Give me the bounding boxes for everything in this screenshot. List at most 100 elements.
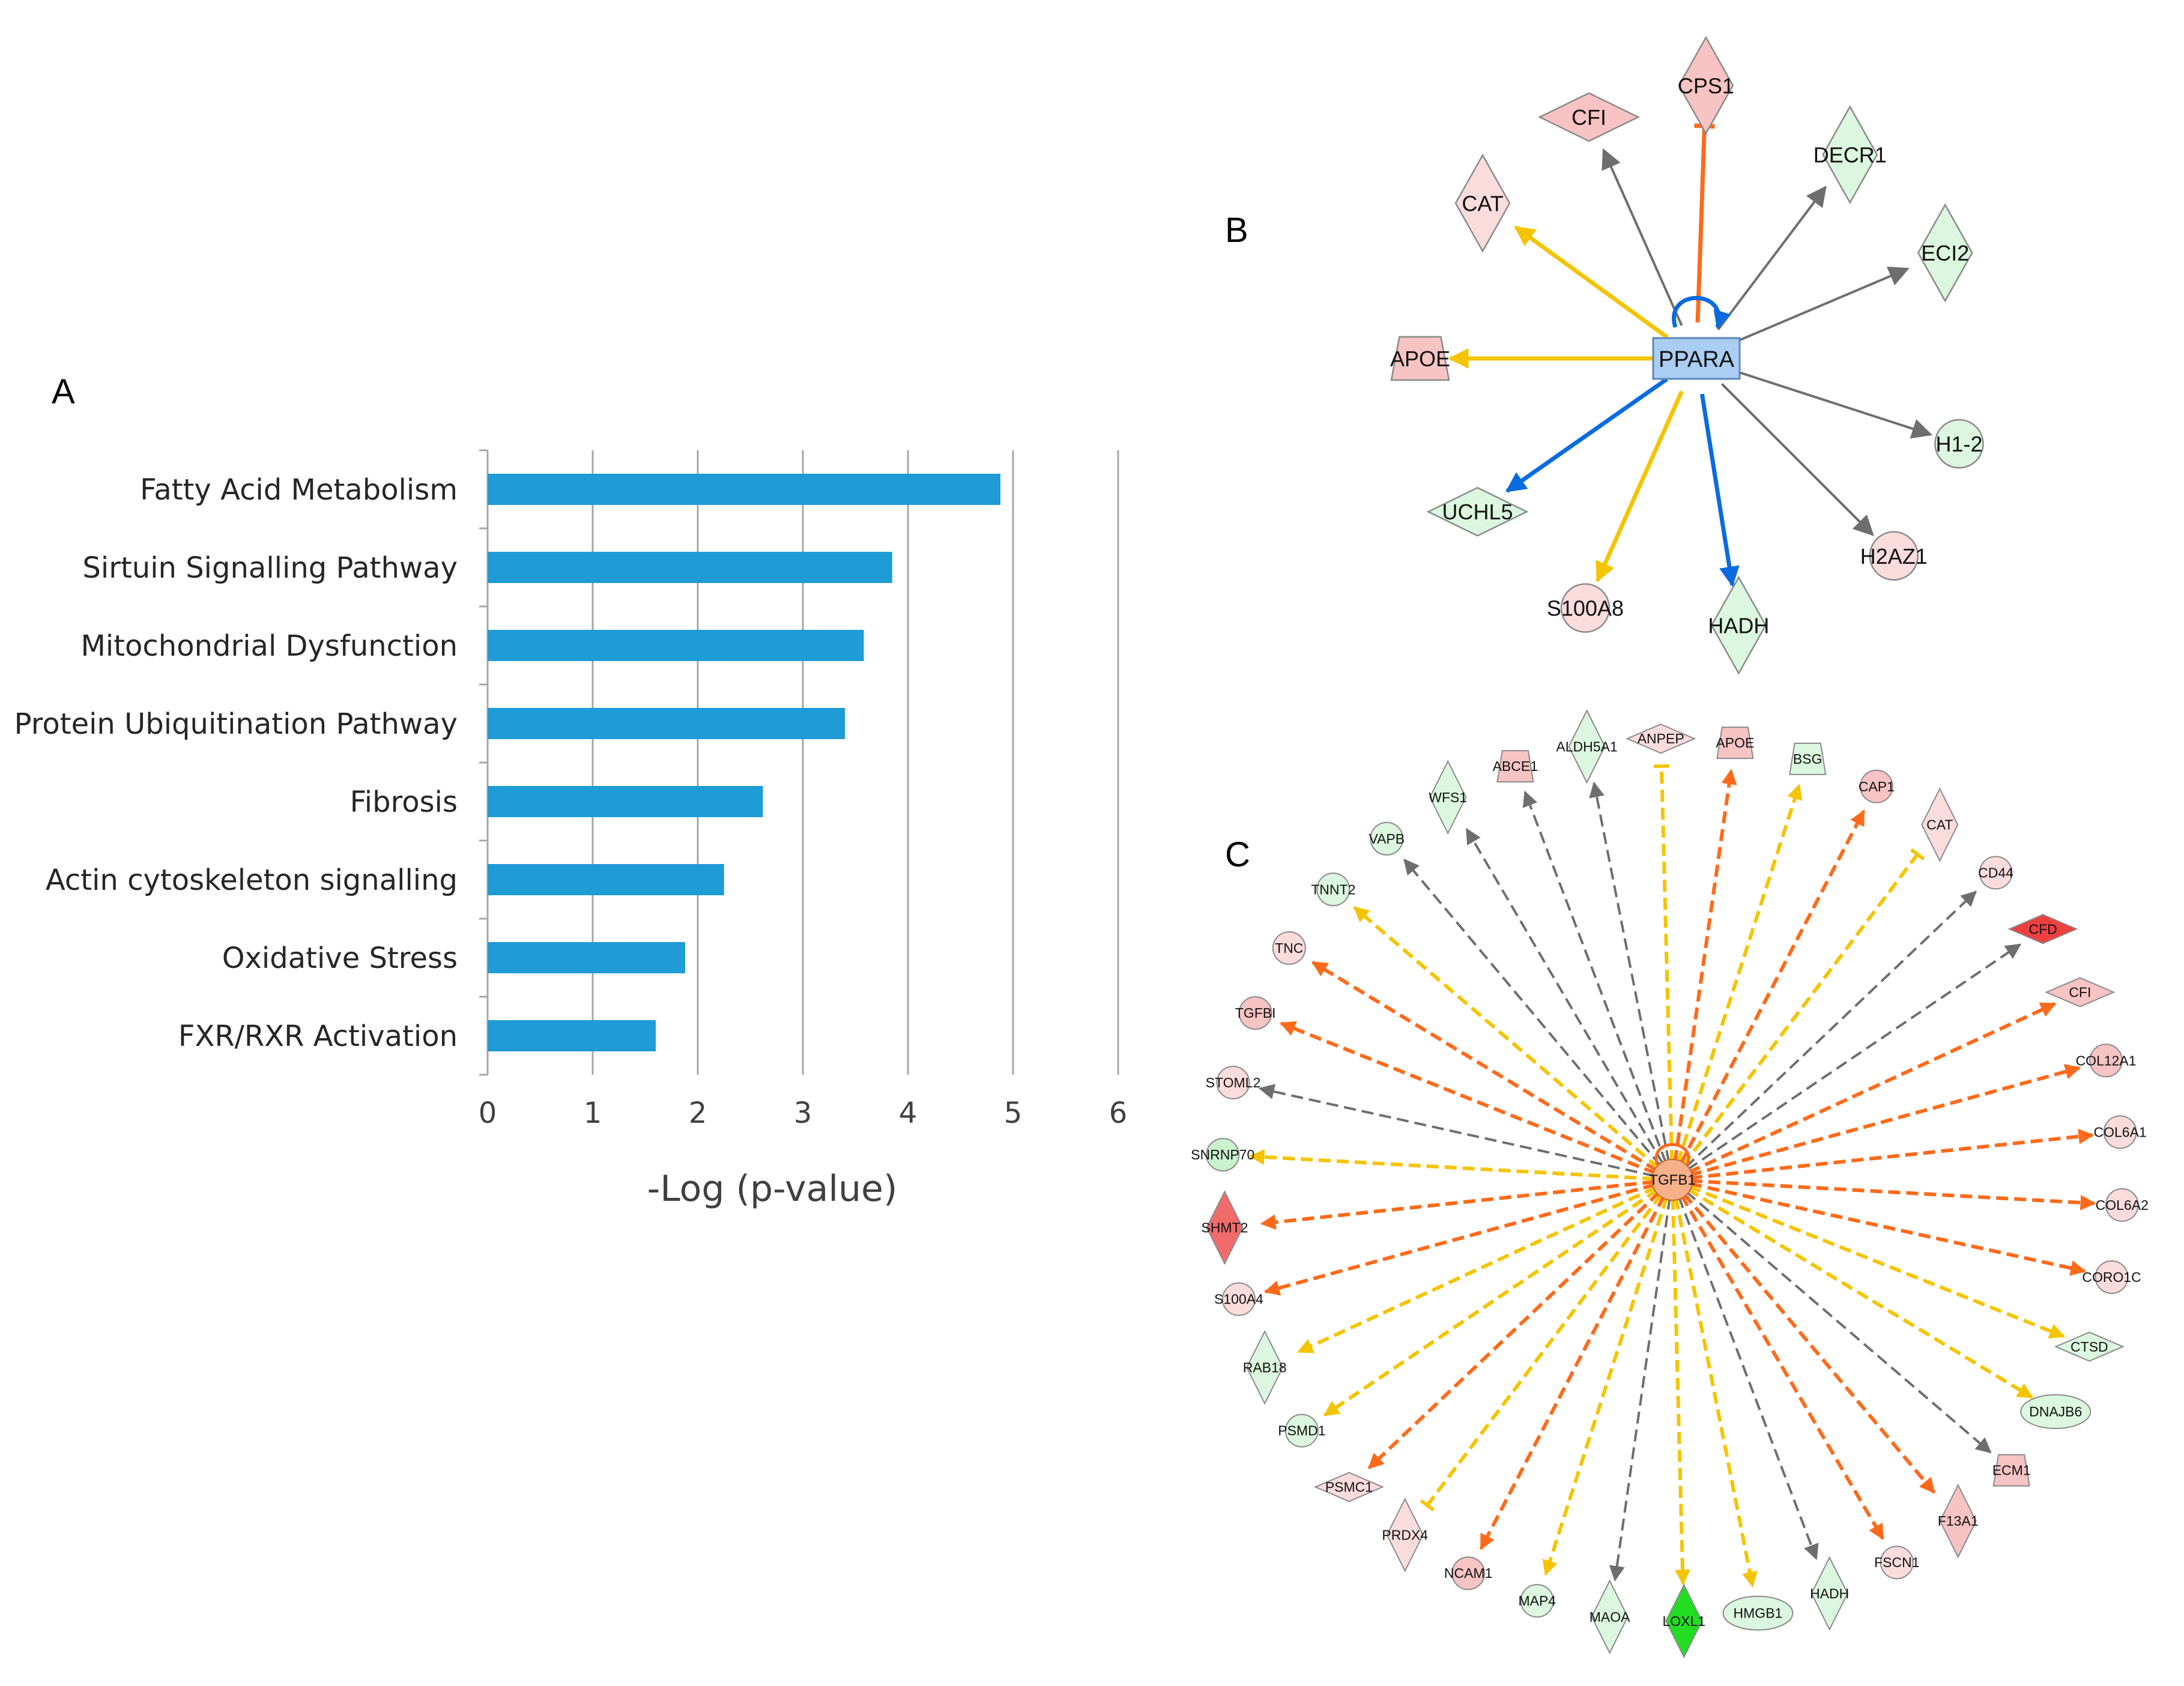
node-cfi: CFI bbox=[1538, 92, 1640, 142]
node-label: CAP1 bbox=[1859, 779, 1895, 794]
edge-ppara-s100a8 bbox=[1596, 390, 1684, 583]
node-fscn1: FSCN1 bbox=[1874, 1546, 1920, 1580]
edge-tgfb1-coro1c bbox=[1689, 1182, 2087, 1276]
node-label: APOE bbox=[1390, 346, 1450, 371]
node-s100a4: S100A4 bbox=[1214, 1282, 1263, 1316]
node-rab18: RAB18 bbox=[1243, 1330, 1287, 1405]
bar-protein-ubiquitination-pathway bbox=[488, 708, 845, 739]
node-col6a2: COL6A2 bbox=[2096, 1188, 2149, 1222]
edge-tgfb1-self-loop bbox=[1654, 1143, 1690, 1165]
network-edges bbox=[1248, 764, 2096, 1588]
ppara-network: CPS1CFIDECR1CATECI2APOEH1-2UCHL5H2AZ1S10… bbox=[1390, 35, 1984, 675]
edge-tgfb1-prdx4 bbox=[1420, 1193, 1663, 1512]
panel-b-ppara-network: B CPS1CFIDECR1CATECI2APOEH1-2UCHL5H2AZ1S… bbox=[1225, 35, 1984, 675]
edge-tgfb1-map4 bbox=[1542, 1196, 1669, 1576]
tgfb1-network: APOEBSGCAP1CATCD44CFDCFICOL12A1COL6A1COL… bbox=[1191, 709, 2149, 1658]
node-label: VAPB bbox=[1369, 831, 1405, 847]
edge-ppara-cat bbox=[1514, 225, 1669, 339]
bar-mitochondrial-dysfunction bbox=[488, 630, 864, 661]
x-tick-label: 5 bbox=[1004, 1096, 1023, 1130]
node-label: TNNT2 bbox=[1311, 881, 1355, 897]
node-label: ECI2 bbox=[1921, 241, 1969, 265]
node-dnajb6: DNAJB6 bbox=[2020, 1394, 2092, 1430]
edge-tgfb1-maoa bbox=[1609, 1197, 1671, 1582]
node-cps1: CPS1 bbox=[1678, 35, 1734, 135]
network-edges bbox=[1448, 123, 1933, 587]
edge-tgfb1-anpep bbox=[1653, 764, 1674, 1162]
edge-ppara-h2az1 bbox=[1721, 383, 1874, 536]
node-label: CPS1 bbox=[1678, 73, 1734, 98]
node-hmgb1: HMGB1 bbox=[1722, 1595, 1794, 1631]
edge-tgfb1-tnc bbox=[1311, 961, 1658, 1173]
edge-ppara-uchl5 bbox=[1505, 377, 1668, 493]
node-maoa: MAOA bbox=[1590, 1579, 1630, 1655]
node-map4: MAP4 bbox=[1518, 1584, 1556, 1618]
x-tick-label: 1 bbox=[584, 1096, 602, 1130]
node-abce1: ABCE1 bbox=[1493, 750, 1538, 783]
node-ecm1: ECM1 bbox=[1992, 1454, 2031, 1487]
category-label: Fatty Acid Metabolism bbox=[140, 473, 458, 507]
node-uchl5: UCHL5 bbox=[1426, 486, 1529, 537]
node-label: UCHL5 bbox=[1442, 500, 1513, 524]
node-label: H2AZ1 bbox=[1860, 544, 1928, 569]
node-label: NCAM1 bbox=[1444, 1565, 1493, 1581]
node-prdx4: PRDX4 bbox=[1382, 1497, 1428, 1573]
node-label: CORO1C bbox=[2082, 1269, 2141, 1285]
node-decr1: DECR1 bbox=[1813, 105, 1887, 205]
edge-tgfb1-f13a1 bbox=[1682, 1192, 1936, 1494]
node-hadh: HADH bbox=[1708, 575, 1769, 675]
chart-bars bbox=[488, 474, 1000, 1051]
node-col12a1: COL12A1 bbox=[2076, 1044, 2137, 1078]
edge-tgfb1-wfs1 bbox=[1465, 828, 1665, 1165]
edge-tgfb1-cat bbox=[1681, 848, 1925, 1167]
edge-tgfb1-snrnp70 bbox=[1248, 1149, 1655, 1181]
node-h1-2: H1-2 bbox=[1934, 418, 1984, 469]
node-aldh5a1: ALDH5A1 bbox=[1556, 709, 1618, 784]
node-label: SNRNP70 bbox=[1191, 1147, 1254, 1162]
edge-tgfb1-cap1 bbox=[1679, 809, 1866, 1165]
x-axis-label: -Log (p-value) bbox=[647, 1168, 898, 1210]
node-label: ALDH5A1 bbox=[1556, 739, 1617, 754]
node-label: HMGB1 bbox=[1734, 1606, 1783, 1621]
node-label: COL6A2 bbox=[2096, 1197, 2149, 1213]
hub-node-tgfb1: TGFB1 bbox=[1649, 1159, 1696, 1201]
node-label: MAOA bbox=[1590, 1609, 1630, 1625]
node-anpep: ANPEP bbox=[1626, 724, 1696, 754]
chart-gridlines bbox=[479, 449, 1119, 1076]
bar-sirtuin-signalling-pathway bbox=[488, 552, 892, 583]
node-label: CAT bbox=[1926, 817, 1953, 833]
node-label: ECM1 bbox=[1992, 1463, 2031, 1478]
node-col6a1: COL6A1 bbox=[2093, 1115, 2147, 1149]
edge-tgfb1-bsg bbox=[1676, 784, 1803, 1164]
edge-ppara-hadh bbox=[1699, 393, 1740, 587]
category-label: FXR/RXR Activation bbox=[178, 1020, 458, 1053]
bar-fatty-acid-metabolism bbox=[488, 474, 1000, 505]
edge-tgfb1-shmt2 bbox=[1260, 1180, 1655, 1230]
x-tick-label: 2 bbox=[689, 1096, 707, 1130]
edge-tgfb1-abce1 bbox=[1522, 790, 1668, 1164]
node-wfs1: WFS1 bbox=[1429, 760, 1467, 835]
node-f13a1: F13A1 bbox=[1938, 1483, 1979, 1559]
node-label: F13A1 bbox=[1938, 1513, 1979, 1529]
edge-tgfb1-fscn1 bbox=[1680, 1194, 1885, 1540]
node-ncam1: NCAM1 bbox=[1444, 1556, 1493, 1591]
node-label: ABCE1 bbox=[1493, 758, 1538, 774]
node-cat: CAT bbox=[1921, 787, 1959, 862]
node-psmc1: PSMC1 bbox=[1313, 1472, 1384, 1502]
edge-ppara-cps1 bbox=[1694, 123, 1715, 323]
node-label: PSMD1 bbox=[1278, 1423, 1325, 1439]
node-label: CFI bbox=[1571, 105, 1606, 130]
edge-tgfb1-ecm1 bbox=[1685, 1190, 1992, 1454]
panel-label-b: B bbox=[1225, 211, 1248, 250]
node-label: CFD bbox=[2028, 921, 2057, 937]
panel-label-c: C bbox=[1225, 835, 1250, 874]
node-label: LOXL1 bbox=[1662, 1613, 1705, 1629]
node-label: FSCN1 bbox=[1874, 1555, 1919, 1570]
node-apoe: APOE bbox=[1390, 336, 1450, 381]
node-label: WFS1 bbox=[1429, 790, 1467, 805]
node-coro1c: CORO1C bbox=[2082, 1260, 2141, 1295]
node-cfi: CFI bbox=[2045, 977, 2116, 1008]
edge-tgfb1-stoml2 bbox=[1258, 1084, 1656, 1177]
edge-tgfb1-dnajb6 bbox=[1687, 1187, 2034, 1399]
hub-label: TGFB1 bbox=[1649, 1172, 1695, 1188]
